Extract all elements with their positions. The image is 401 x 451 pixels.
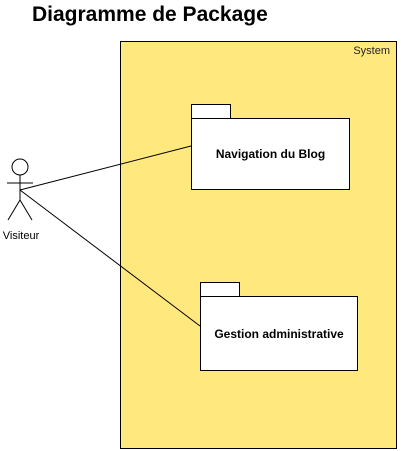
system-label: System xyxy=(353,45,390,57)
actor-left-leg xyxy=(7,199,21,221)
system-boundary: System xyxy=(120,41,397,449)
actor-stick-figure xyxy=(7,158,33,221)
package-tab-navigation xyxy=(191,104,231,119)
actor-right-leg xyxy=(19,199,33,221)
package-gestion-administrative[interactable]: Gestion administrative xyxy=(200,296,358,371)
package-navigation-du-blog[interactable]: Navigation du Blog xyxy=(191,118,350,190)
diagram-title: Diagramme de Package xyxy=(32,3,268,26)
actor-label: Visiteur xyxy=(2,230,40,242)
package-tab-admin xyxy=(200,282,240,297)
association-admin xyxy=(19,189,201,327)
actor-head xyxy=(11,158,29,176)
association-nav xyxy=(19,145,192,191)
